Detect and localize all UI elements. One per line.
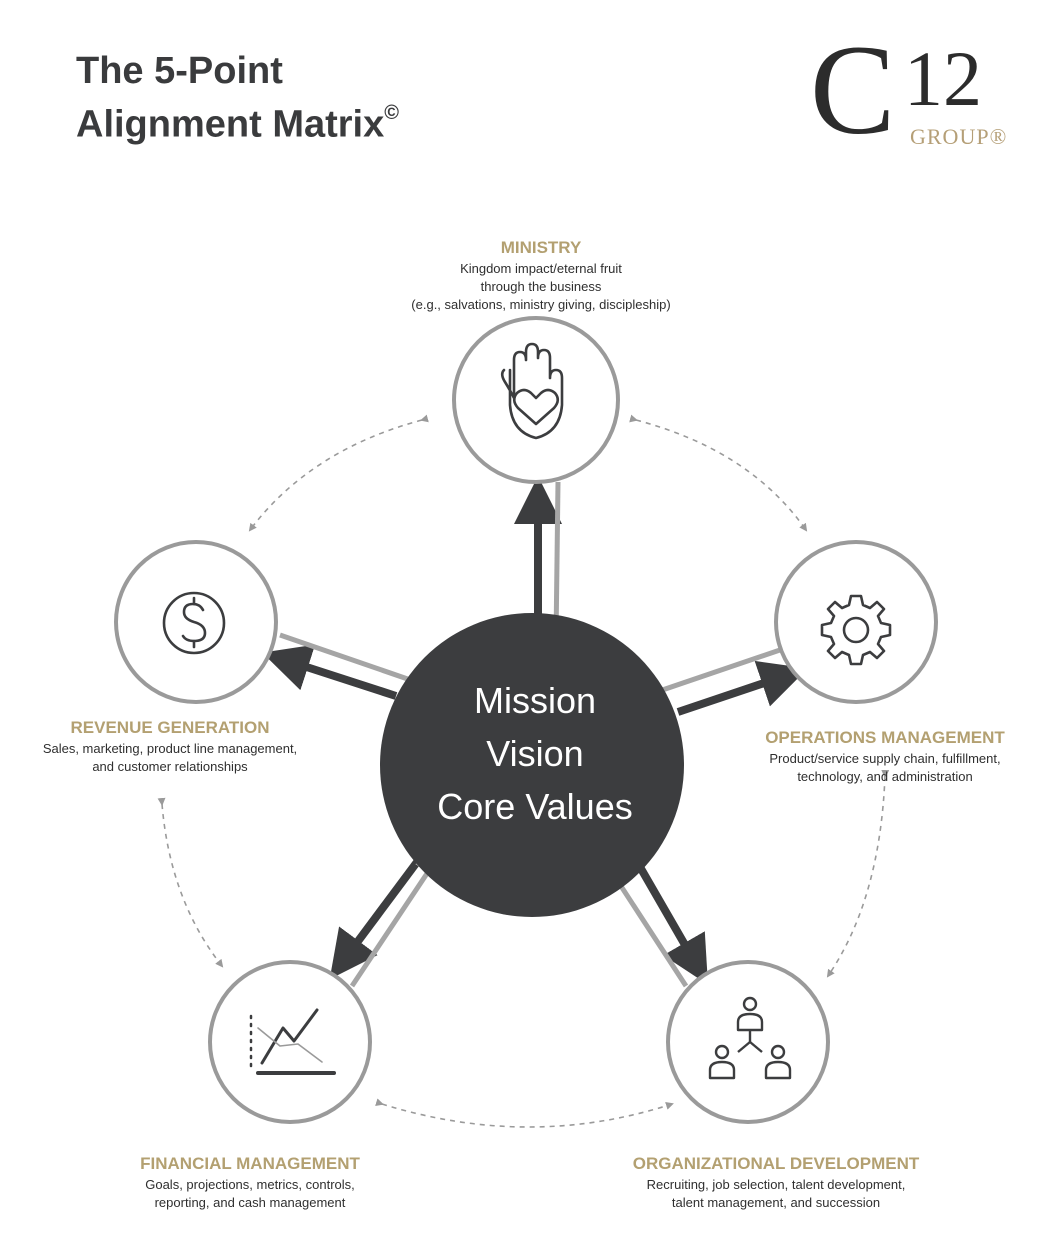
title-line2: Alignment Matrix© xyxy=(76,94,399,148)
financial-desc-line1: Goals, projections, metrics, controls, xyxy=(145,1177,355,1192)
revenue-desc-line2: and customer relationships xyxy=(92,759,248,774)
arrow-center-to-financial xyxy=(329,855,424,980)
arrow-center-to-org xyxy=(632,858,708,985)
ministry-label: MINISTRY Kingdom impact/eternal fruit th… xyxy=(336,238,746,314)
arrow-revenue-to-center xyxy=(279,632,443,696)
dashed-operations-org xyxy=(826,769,890,978)
arrow-center-to-operations xyxy=(676,660,808,716)
operations-heading: OPERATIONS MANAGEMENT xyxy=(765,728,1005,747)
financial-heading: FINANCIAL MANAGEMENT xyxy=(140,1154,360,1173)
ministry-description: Kingdom impact/eternal fruit through the… xyxy=(336,260,746,314)
ministry-circle xyxy=(452,316,620,484)
operations-desc-line1: Product/service supply chain, fulfillmen… xyxy=(769,751,1001,766)
org-heading: ORGANIZATIONAL DEVELOPMENT xyxy=(632,1154,920,1173)
chart-icon xyxy=(249,1008,336,1075)
node-circles xyxy=(114,316,938,1124)
revenue-description: Sales, marketing, product line managemen… xyxy=(10,740,330,776)
hand-heart-icon xyxy=(500,342,564,440)
dashed-revenue-financial xyxy=(157,797,224,968)
ministry-desc-line3: (e.g., salvations, ministry giving, disc… xyxy=(411,297,671,312)
c12-group-logo: C 12 GROUP® xyxy=(810,26,1030,160)
gear-icon xyxy=(820,594,892,666)
org-label: ORGANIZATIONAL DEVELOPMENT Recruiting, j… xyxy=(606,1154,946,1212)
financial-description: Goals, projections, metrics, controls, r… xyxy=(100,1176,400,1212)
org-desc-line1: Recruiting, job selection, talent develo… xyxy=(646,1177,906,1192)
operations-circle xyxy=(774,540,938,704)
page-title: The 5-Point Alignment Matrix© xyxy=(76,48,399,148)
org-chart-icon xyxy=(708,996,792,1080)
dashed-ministry-revenue xyxy=(248,414,429,532)
title-line1: The 5-Point xyxy=(76,50,283,92)
arrow-financial-to-center xyxy=(349,847,445,988)
financial-circle xyxy=(208,960,372,1124)
ministry-desc-line2: through the business xyxy=(480,279,602,294)
financial-desc-line2: reporting, and cash management xyxy=(154,1195,346,1210)
copyright-mark: © xyxy=(384,102,399,124)
dashed-connectors xyxy=(157,414,890,1128)
center-values: Mission Vision Core Values xyxy=(430,674,640,833)
center-core-values: Core Values xyxy=(437,786,633,827)
center-vision: Vision xyxy=(486,733,584,774)
arrow-center-to-revenue xyxy=(262,644,398,700)
org-circle xyxy=(666,960,830,1124)
flow-arrows xyxy=(262,476,808,988)
logo-c: C xyxy=(810,19,896,161)
dashed-ministry-operations xyxy=(629,414,808,532)
revenue-desc-line1: Sales, marketing, product line managemen… xyxy=(42,741,298,756)
center-mission: Mission xyxy=(473,680,597,721)
dollar-icon xyxy=(162,591,226,655)
logo-number: 12 xyxy=(904,35,982,122)
org-description: Recruiting, job selection, talent develo… xyxy=(606,1176,946,1212)
revenue-label: REVENUE GENERATION Sales, marketing, pro… xyxy=(10,718,330,776)
arrow-ministry-to-center xyxy=(541,481,572,655)
center-circle xyxy=(380,613,684,917)
operations-desc-line2: technology, and administration xyxy=(797,769,973,784)
financial-label: FINANCIAL MANAGEMENT Goals, projections,… xyxy=(100,1154,400,1212)
operations-description: Product/service supply chain, fulfillmen… xyxy=(728,750,1042,786)
title-line2-text: Alignment Matrix xyxy=(76,103,385,146)
logo-group: GROUP® xyxy=(910,124,1008,149)
ministry-heading: MINISTRY xyxy=(500,238,582,257)
operations-label: OPERATIONS MANAGEMENT Product/service su… xyxy=(728,728,1042,786)
dashed-financial-org xyxy=(375,1098,674,1128)
ministry-desc-line1: Kingdom impact/eternal fruit xyxy=(460,261,622,276)
org-desc-line2: talent management, and succession xyxy=(671,1195,881,1210)
revenue-heading: REVENUE GENERATION xyxy=(70,718,270,737)
